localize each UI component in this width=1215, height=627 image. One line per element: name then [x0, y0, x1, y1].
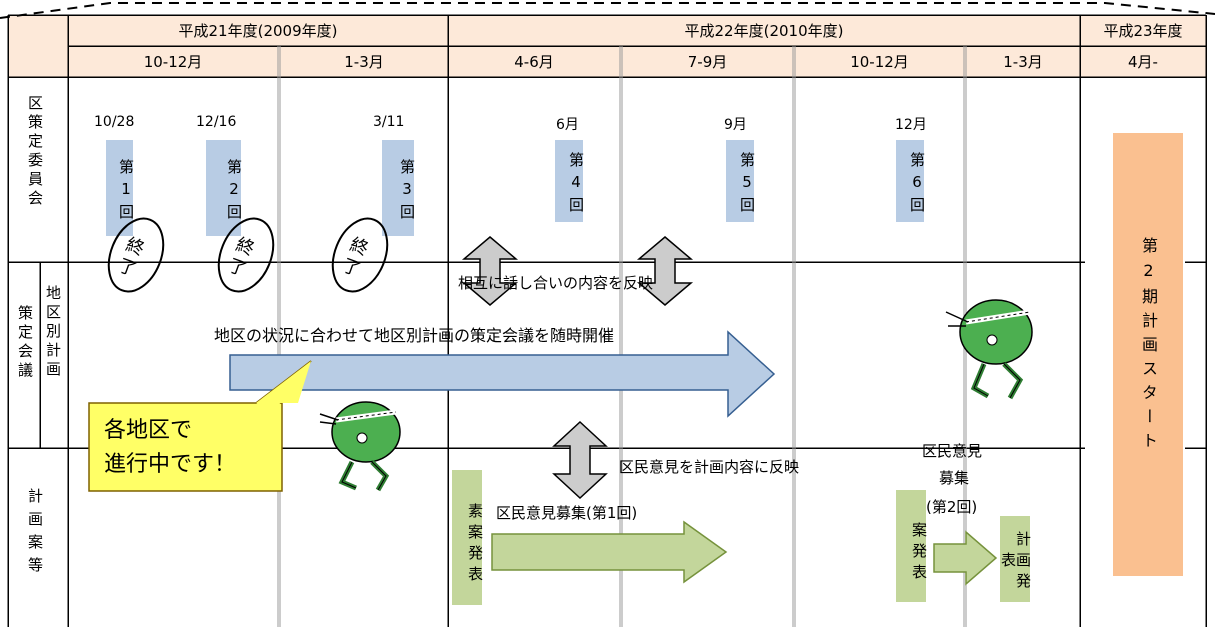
mascot-runner-icon [945, 299, 1033, 400]
right-arrow-icon [491, 520, 728, 584]
opinion2-line3: (第2回) [926, 498, 978, 516]
meeting-date: 9月 [724, 117, 747, 133]
callout-text-1: 各地区で [104, 418, 193, 443]
period-cell: 4月- [1128, 53, 1158, 71]
meeting-box: 第5回 [726, 140, 756, 222]
right-arrow-icon [229, 330, 776, 418]
stamp-circle-icon [217, 217, 275, 293]
dashed-border [0, 2, 1215, 19]
speech-callout [88, 360, 312, 492]
meeting-date: 10/28 [94, 114, 135, 130]
opinion1-text: 区民意見募集(第1回) [496, 504, 638, 522]
up-down-arrow-icon [552, 420, 608, 500]
up-down-arrow-icon [461, 236, 519, 306]
meeting-date: 12月 [895, 117, 927, 133]
meeting-date: 6月 [556, 117, 579, 133]
plan-draft-box: 案発表 [896, 490, 928, 602]
meeting-box: 第2回 [206, 140, 243, 236]
period-cell: 7-9月 [687, 53, 728, 71]
row-label-district-b: 地区別計画 [44, 285, 62, 380]
meeting-date: 12/16 [196, 114, 237, 130]
mascot-runner-icon [319, 401, 401, 492]
period-cell: 1-3月 [1003, 53, 1043, 71]
district-meeting-text: 地区の状況に合わせて地区別計画の策定会議を随時開催 [214, 326, 615, 345]
plan-publish-box: 計画発表 [999, 516, 1032, 602]
meeting-box: 第3回 [382, 140, 416, 236]
right-arrow-icon [933, 530, 998, 586]
opinion2-line2: 募集 [939, 469, 970, 487]
second-plan-start-box: 第2期計画スタート [1113, 133, 1183, 576]
row-label-committee: 区策定委員会 [26, 95, 44, 209]
stamp-circle-icon [331, 217, 389, 293]
header-fy2011: 平成23年度 [1103, 22, 1183, 40]
period-cell: 4-6月 [514, 53, 554, 71]
mutual-text: 相互に話し合いの内容を反映 [458, 274, 654, 292]
period-cell: 10-12月 [850, 53, 909, 71]
header-fy2010: 平成22年度(2010年度) [684, 22, 844, 40]
meeting-box: 第4回 [555, 140, 585, 222]
period-cell: 1-3月 [344, 53, 384, 71]
period-cell: 10-12月 [143, 53, 203, 71]
stamp-circle-icon [107, 217, 165, 293]
meeting-date: 3/11 [373, 114, 405, 130]
opinion2-line1: 区民意見 [922, 442, 983, 460]
row-label-district-a: 策定会議 [16, 305, 34, 381]
row-label-plan: 計画案等 [26, 488, 44, 580]
header-fy2009: 平成21年度(2009年度) [178, 22, 338, 40]
up-down-arrow-icon [636, 236, 694, 306]
draft-box: 素案発表 [452, 470, 484, 605]
meeting-box: 第1回 [106, 140, 135, 236]
reflect-text: 区民意見を計画内容に反映 [619, 458, 800, 476]
callout-text-2: 進行中です！ [104, 452, 237, 477]
meeting-box: 第6回 [896, 140, 926, 222]
